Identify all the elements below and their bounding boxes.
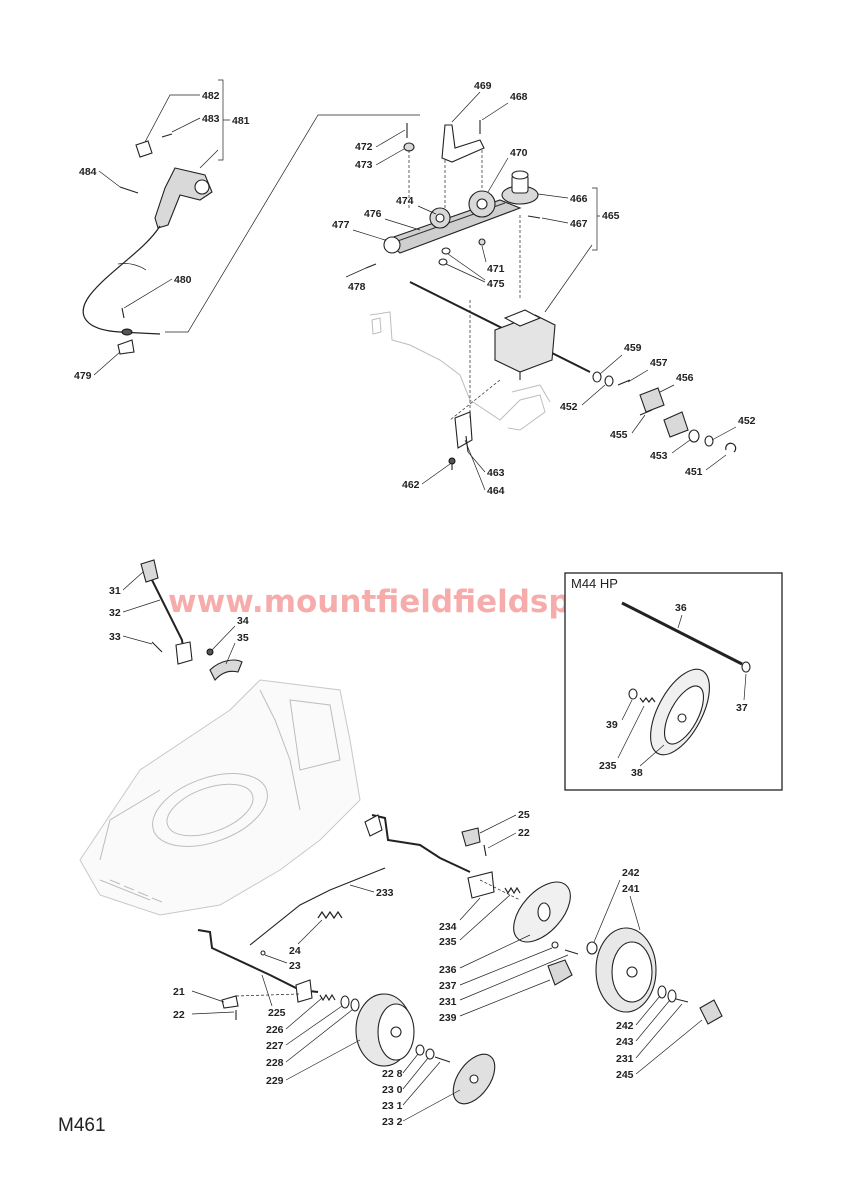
label-235i: 235 [599, 760, 617, 772]
label-453: 453 [650, 450, 668, 462]
label-479: 479 [74, 370, 92, 382]
label-228: 228 [266, 1057, 284, 1069]
label-231c: 23 1 [382, 1100, 403, 1112]
inset-labels: 36 37 39 235 38 [599, 602, 748, 779]
label-242a: 242 [622, 867, 640, 879]
label-474: 474 [396, 195, 414, 207]
label-456: 456 [676, 372, 694, 384]
label-239: 239 [439, 1012, 457, 1024]
label-476: 476 [364, 208, 382, 220]
label-452a: 452 [560, 401, 578, 413]
label-33: 33 [109, 631, 121, 643]
label-483: 483 [202, 113, 220, 125]
label-481: 481 [232, 115, 250, 127]
label-237: 237 [439, 980, 457, 992]
label-455: 455 [610, 429, 628, 441]
label-229: 229 [266, 1075, 284, 1087]
label-466: 466 [570, 193, 588, 205]
label-484: 484 [79, 166, 97, 178]
diagram-code: M461 [58, 1115, 106, 1136]
label-24: 24 [289, 945, 301, 957]
label-230: 23 0 [382, 1084, 403, 1096]
inset-title: M44 HP [571, 576, 618, 591]
label-225: 225 [268, 1007, 286, 1019]
label-470: 470 [510, 147, 528, 159]
label-233: 233 [376, 887, 394, 899]
label-464: 464 [487, 485, 505, 497]
gearbox-assembly [365, 120, 737, 470]
label-451: 451 [685, 466, 703, 478]
label-468: 468 [510, 91, 528, 103]
label-227: 227 [266, 1040, 284, 1052]
label-34: 34 [237, 615, 249, 627]
mower-deck-ghost [79, 679, 361, 916]
label-459: 459 [624, 342, 642, 354]
label-22b: 22 [173, 1009, 185, 1021]
label-452b: 452 [738, 415, 756, 427]
label-471: 471 [487, 263, 505, 275]
label-457: 457 [650, 357, 668, 369]
label-231a: 231 [439, 996, 457, 1008]
label-241: 241 [622, 883, 640, 895]
label-480: 480 [174, 274, 192, 286]
inset-m44hp: M44 HP [564, 572, 783, 791]
label-473: 473 [355, 159, 373, 171]
height-lever-labels: 31 32 33 34 35 [109, 571, 249, 665]
lower-section-labels: 25 22 233 234 235 24 23 236 237 231 239 … [173, 809, 703, 1128]
label-245: 245 [616, 1069, 634, 1081]
label-472: 472 [355, 141, 373, 153]
label-232: 23 2 [382, 1116, 403, 1128]
label-231b: 231 [616, 1053, 634, 1065]
label-236: 236 [439, 964, 457, 976]
label-482: 482 [202, 90, 220, 102]
label-243: 243 [616, 1036, 634, 1048]
label-477: 477 [332, 219, 350, 231]
label-475: 475 [487, 278, 505, 290]
drive-cable-assembly [82, 114, 420, 355]
label-469: 469 [474, 80, 492, 92]
label-39: 39 [606, 719, 618, 731]
label-242b: 242 [616, 1020, 634, 1032]
label-462: 462 [402, 479, 420, 491]
rear-axle-assembly [197, 814, 723, 1105]
label-467: 467 [570, 218, 588, 230]
label-478: 478 [348, 281, 366, 293]
label-235: 235 [439, 936, 457, 948]
height-lever-assembly [140, 559, 243, 681]
label-463: 463 [487, 467, 505, 479]
label-35: 35 [237, 632, 249, 644]
label-22a: 22 [518, 827, 530, 839]
label-21: 21 [173, 986, 185, 998]
label-465: 465 [602, 210, 620, 222]
label-37: 37 [736, 702, 748, 714]
label-23: 23 [289, 960, 301, 972]
label-32: 32 [109, 607, 121, 619]
top-section-labels: 482 483 481 484 480 479 469 468 472 473 … [74, 79, 756, 497]
label-226: 226 [266, 1024, 284, 1036]
label-228b: 22 8 [382, 1068, 403, 1080]
label-38: 38 [631, 767, 643, 779]
label-25: 25 [518, 809, 530, 821]
label-234: 234 [439, 921, 457, 933]
label-31: 31 [109, 585, 121, 597]
label-36: 36 [675, 602, 687, 614]
